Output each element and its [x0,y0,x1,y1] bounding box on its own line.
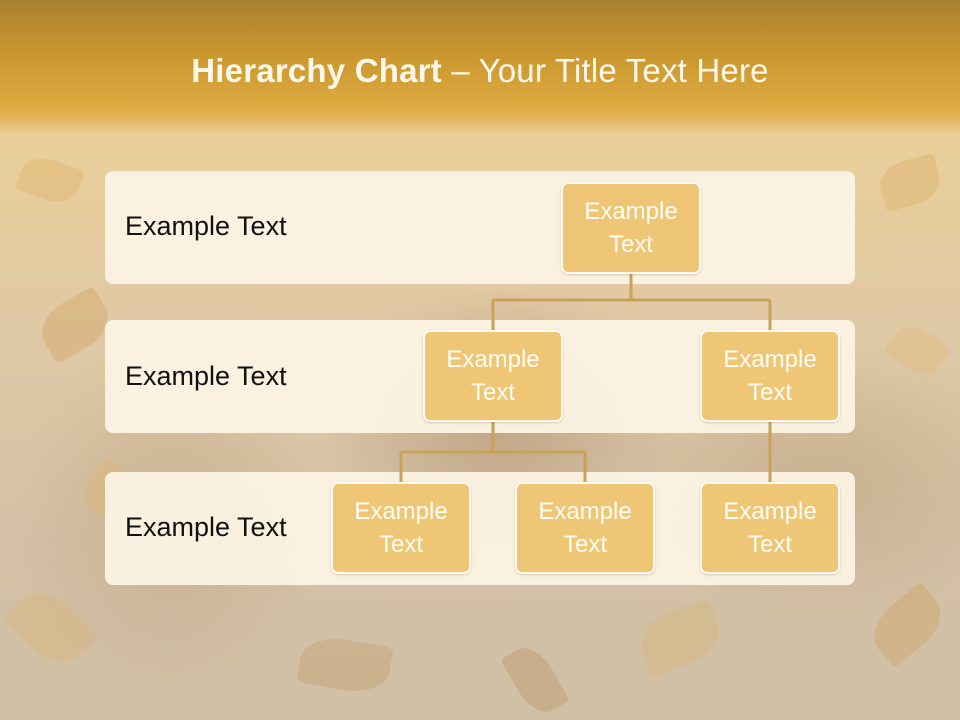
title-bold: Hierarchy Chart [191,52,442,89]
connector-left [399,422,587,482]
row-label-3[interactable]: Example Text [125,512,287,542]
node-level3-c-text: Example Text [723,498,817,558]
node-level3-b[interactable]: Example Text [515,482,655,574]
node-root[interactable]: Example Text [561,182,701,274]
row-band-1 [105,171,855,284]
row-label-2[interactable]: Example Text [125,361,287,391]
node-level2-right-text: Example Text [723,346,817,406]
connector-root [491,274,772,330]
node-level2-left[interactable]: Example Text [423,330,563,422]
node-level3-a-text: Example Text [354,498,448,558]
node-level3-a[interactable]: Example Text [331,482,471,574]
slide-title: Hierarchy Chart – Your Title Text Here [0,52,960,90]
row-label-1[interactable]: Example Text [125,211,287,241]
node-level2-left-text: Example Text [446,346,540,406]
title-rest: – Your Title Text Here [441,52,769,89]
node-level2-right[interactable]: Example Text [700,330,840,422]
node-root-text: Example Text [584,198,678,258]
node-level3-b-text: Example Text [538,498,632,558]
title-band [0,0,960,135]
node-level3-c[interactable]: Example Text [700,482,840,574]
